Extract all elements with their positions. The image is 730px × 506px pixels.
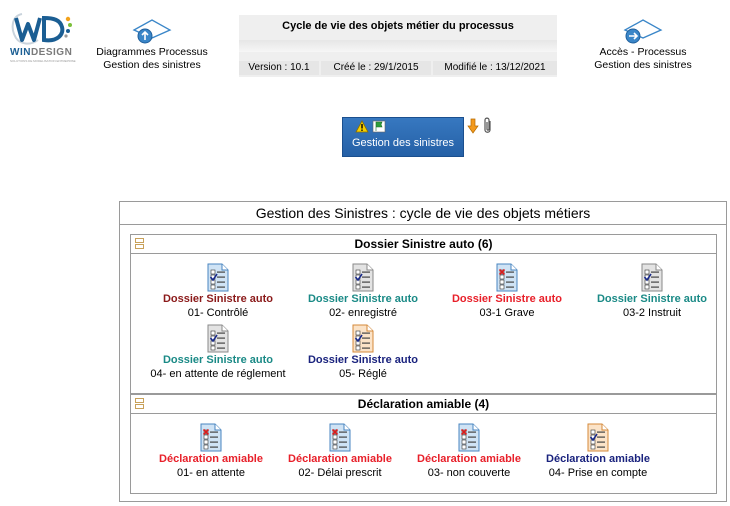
object-name: Dossier Sinistre auto	[162, 293, 274, 305]
section-dossier-sinistre-auto: Dossier Sinistre auto (6) Dossier Sinist…	[130, 234, 717, 394]
business-object-item[interactable]: Déclaration amiable 01- en attente	[141, 423, 281, 480]
logo-mark-icon	[11, 13, 72, 45]
document-check-icon	[207, 324, 229, 353]
nav-right-line2: Gestion des sinistres	[594, 59, 692, 71]
section-declaration-amiable: Déclaration amiable (4) Déclaration amia…	[130, 394, 717, 494]
paperclip-icon[interactable]	[482, 117, 494, 135]
section-title: Déclaration amiable (4)	[357, 397, 490, 411]
nav-process-diagrams-link[interactable]: Diagrammes Processus Gestion des sinistr…	[90, 18, 214, 72]
object-state: 04- en attente de réglement	[150, 368, 286, 380]
business-object-item[interactable]: Déclaration amiable 03- non couverte	[399, 423, 539, 480]
page-title: Cycle de vie des objets métier du proces…	[282, 20, 514, 32]
object-name: Dossier Sinistre auto	[596, 293, 708, 305]
version-label: Version : 10.1	[239, 61, 319, 75]
section-header: Déclaration amiable (4)	[131, 395, 716, 414]
business-object-item[interactable]: Dossier Sinistre auto 01- Contrôlé	[148, 263, 288, 320]
lifecycle-title: Gestion des Sinistres : cycle de vie des…	[255, 205, 591, 221]
download-arrow-icon[interactable]	[467, 118, 479, 134]
logo-text-design: DESIGN	[30, 47, 73, 58]
business-object-item[interactable]: Dossier Sinistre auto 03-1 Grave	[437, 263, 577, 320]
object-name: Déclaration amiable	[417, 453, 521, 465]
logo-tagline: SOLUTIONS DE MODELISATION ENTREPRISE	[10, 59, 76, 63]
object-name: Dossier Sinistre auto	[451, 293, 563, 305]
object-name: Dossier Sinistre auto	[307, 293, 419, 305]
business-object-item[interactable]: Déclaration amiable 04- Prise en compte	[528, 423, 668, 480]
business-object-item[interactable]: Dossier Sinistre auto 05- Réglé	[293, 324, 433, 381]
document-check-icon	[207, 263, 229, 292]
object-name: Déclaration amiable	[546, 453, 650, 465]
document-cross-icon	[200, 423, 222, 452]
object-state: 05- Réglé	[339, 368, 387, 380]
business-object-item[interactable]: Dossier Sinistre auto 03-2 Instruit	[582, 263, 722, 320]
nav-right-line1: Accès - Processus	[599, 46, 687, 58]
object-state: 03- non couverte	[427, 467, 511, 479]
nav-left-line1: Diagrammes Processus	[96, 46, 208, 58]
flag-icon	[372, 120, 386, 133]
object-state: 01- en attente	[177, 467, 245, 479]
business-object-item[interactable]: Déclaration amiable 02- Délai prescrit	[270, 423, 410, 480]
nav-left-line2: Gestion des sinistres	[103, 59, 201, 71]
object-state: 02- Délai prescrit	[298, 467, 382, 479]
document-cross-icon	[458, 423, 480, 452]
object-name: Déclaration amiable	[288, 453, 392, 465]
business-object-item[interactable]: Dossier Sinistre auto 02- enregistré	[293, 263, 433, 320]
object-state: 04- Prise en compte	[548, 467, 648, 479]
document-check-icon	[352, 263, 374, 292]
lifecycle-panel: Gestion des Sinistres : cycle de vie des…	[119, 201, 727, 502]
modified-date: Modifié le : 13/12/2021	[433, 61, 557, 75]
object-name: Dossier Sinistre auto	[162, 354, 274, 366]
right-arrow-diamond-icon	[623, 19, 663, 44]
header-divider	[239, 40, 557, 52]
document-check-icon	[587, 423, 609, 452]
windesign-logo	[8, 10, 74, 66]
logo-text: WINDESIGN	[10, 47, 72, 58]
business-object-item[interactable]: Dossier Sinistre auto 04- en attente de r…	[148, 324, 288, 381]
document-check-icon	[352, 324, 374, 353]
created-date: Créé le : 29/1/2015	[321, 61, 431, 75]
object-state: 03-2 Instruit	[622, 307, 682, 319]
title-divider	[120, 224, 726, 225]
collapse-icon[interactable]	[135, 398, 144, 409]
object-name: Dossier Sinistre auto	[307, 354, 419, 366]
object-state: 02- enregistré	[329, 307, 397, 319]
object-state: 01- Contrôlé	[187, 307, 249, 319]
process-button-label: Gestion des sinistres	[351, 137, 455, 149]
section-header: Dossier Sinistre auto (6)	[131, 235, 716, 254]
document-cross-icon	[496, 263, 518, 292]
logo-text-win: WIN	[10, 47, 31, 58]
document-cross-icon	[329, 423, 351, 452]
nav-process-access-link[interactable]: Accès - Processus Gestion des sinistres	[581, 18, 705, 72]
warning-icon	[355, 120, 369, 133]
document-header: Cycle de vie des objets métier du proces…	[239, 15, 557, 77]
object-state: 03-1 Grave	[479, 307, 535, 319]
document-check-icon	[641, 263, 663, 292]
object-name: Déclaration amiable	[159, 453, 263, 465]
collapse-icon[interactable]	[135, 238, 144, 249]
process-button[interactable]: Gestion des sinistres	[342, 117, 464, 157]
section-title: Dossier Sinistre auto (6)	[354, 237, 493, 251]
up-arrow-diamond-icon	[132, 19, 172, 44]
